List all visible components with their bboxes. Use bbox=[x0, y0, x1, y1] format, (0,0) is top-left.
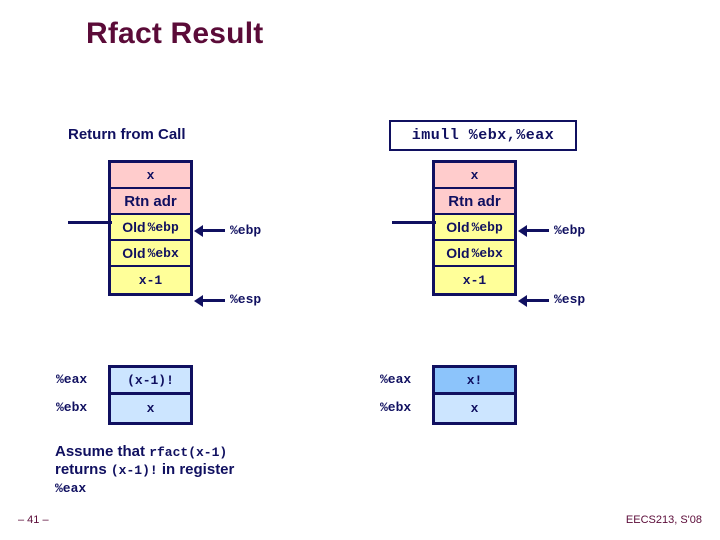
page-title: Rfact Result bbox=[86, 17, 264, 50]
left-panel-heading: Return from Call bbox=[68, 126, 186, 143]
stack-cell-label-reg: %ebx bbox=[471, 245, 503, 261]
stack-cell-x: x bbox=[435, 163, 514, 189]
left-esp-arrow-line bbox=[203, 299, 225, 302]
assume-note: Assume that rfact(x-1) returns (x-1)! in… bbox=[55, 443, 355, 497]
left-ebp-arrow-line bbox=[203, 229, 225, 232]
note-code-result: (x-1)! bbox=[110, 463, 158, 478]
stack-cell-rtn-adr: Rtn adr bbox=[111, 189, 190, 215]
stack-cell-label: x bbox=[470, 167, 479, 183]
left-stack-diagram: x Rtn adr Old%ebp Old%ebx x-1 bbox=[108, 160, 193, 296]
stack-cell-label: x bbox=[146, 167, 155, 183]
stack-cell-label-prefix: Old bbox=[446, 245, 470, 261]
right-stack-diagram: x Rtn adr Old%ebp Old%ebx x-1 bbox=[432, 160, 517, 296]
stack-cell-label-prefix: Old bbox=[122, 245, 146, 261]
left-register-name-eax: %eax bbox=[56, 372, 88, 387]
left-frame-boundary-line bbox=[68, 221, 112, 224]
stack-cell-label: Rtn adr bbox=[124, 192, 177, 210]
left-register-value-ebx: x bbox=[111, 395, 190, 422]
stack-cell-old-ebp: Old%ebp bbox=[111, 215, 190, 241]
stack-cell-label: x-1 bbox=[462, 272, 487, 288]
stack-cell-label-prefix: Old bbox=[122, 219, 146, 235]
left-ebp-arrow-head bbox=[194, 225, 203, 237]
left-register-name-ebx: %ebx bbox=[56, 400, 88, 415]
right-ebp-arrow-line bbox=[527, 229, 549, 232]
stack-cell-old-ebx: Old%ebx bbox=[111, 241, 190, 267]
note-text-1: Assume that bbox=[55, 443, 150, 460]
stack-cell-label-reg: %ebp bbox=[147, 219, 179, 235]
stack-cell-rtn-adr: Rtn adr bbox=[435, 189, 514, 215]
footer-slide-number: – 41 – bbox=[18, 514, 49, 526]
left-pointer-label-esp: %esp bbox=[230, 292, 262, 307]
right-register-box: x! x bbox=[432, 365, 517, 425]
right-register-value-eax: x! bbox=[435, 368, 514, 395]
right-ebp-arrow-head bbox=[518, 225, 527, 237]
stack-cell-label: Rtn adr bbox=[448, 192, 501, 210]
note-text-3: in register bbox=[157, 461, 235, 478]
right-frame-boundary-line bbox=[392, 221, 436, 224]
left-register-value-eax: (x-1)! bbox=[111, 368, 190, 395]
stack-cell-x: x bbox=[111, 163, 190, 189]
note-code-eax: %eax bbox=[55, 481, 87, 496]
stack-cell-label-reg: %ebx bbox=[147, 245, 179, 261]
left-register-box: (x-1)! x bbox=[108, 365, 193, 425]
right-pointer-label-ebp: %ebp bbox=[554, 223, 586, 238]
note-code-rfact: rfact(x-1) bbox=[149, 445, 228, 460]
right-register-name-ebx: %ebx bbox=[380, 400, 412, 415]
right-pointer-label-esp: %esp bbox=[554, 292, 586, 307]
stack-cell-label: x-1 bbox=[138, 272, 163, 288]
left-pointer-label-ebp: %ebp bbox=[230, 223, 262, 238]
stack-cell-label-reg: %ebp bbox=[471, 219, 503, 235]
stack-cell-old-ebx: Old%ebx bbox=[435, 241, 514, 267]
stack-cell-x-minus-1: x-1 bbox=[435, 267, 514, 293]
stack-cell-label-prefix: Old bbox=[446, 219, 470, 235]
right-register-name-eax: %eax bbox=[380, 372, 412, 387]
stack-cell-x-minus-1: x-1 bbox=[111, 267, 190, 293]
note-text-2: returns bbox=[55, 461, 111, 478]
left-esp-arrow-head bbox=[194, 295, 203, 307]
right-register-value-ebx: x bbox=[435, 395, 514, 422]
footer-course-label: EECS213, S'08 bbox=[625, 514, 702, 526]
right-esp-arrow-line bbox=[527, 299, 549, 302]
instruction-box: imull %ebx,%eax bbox=[389, 120, 577, 151]
stack-cell-old-ebp: Old%ebp bbox=[435, 215, 514, 241]
right-esp-arrow-head bbox=[518, 295, 527, 307]
